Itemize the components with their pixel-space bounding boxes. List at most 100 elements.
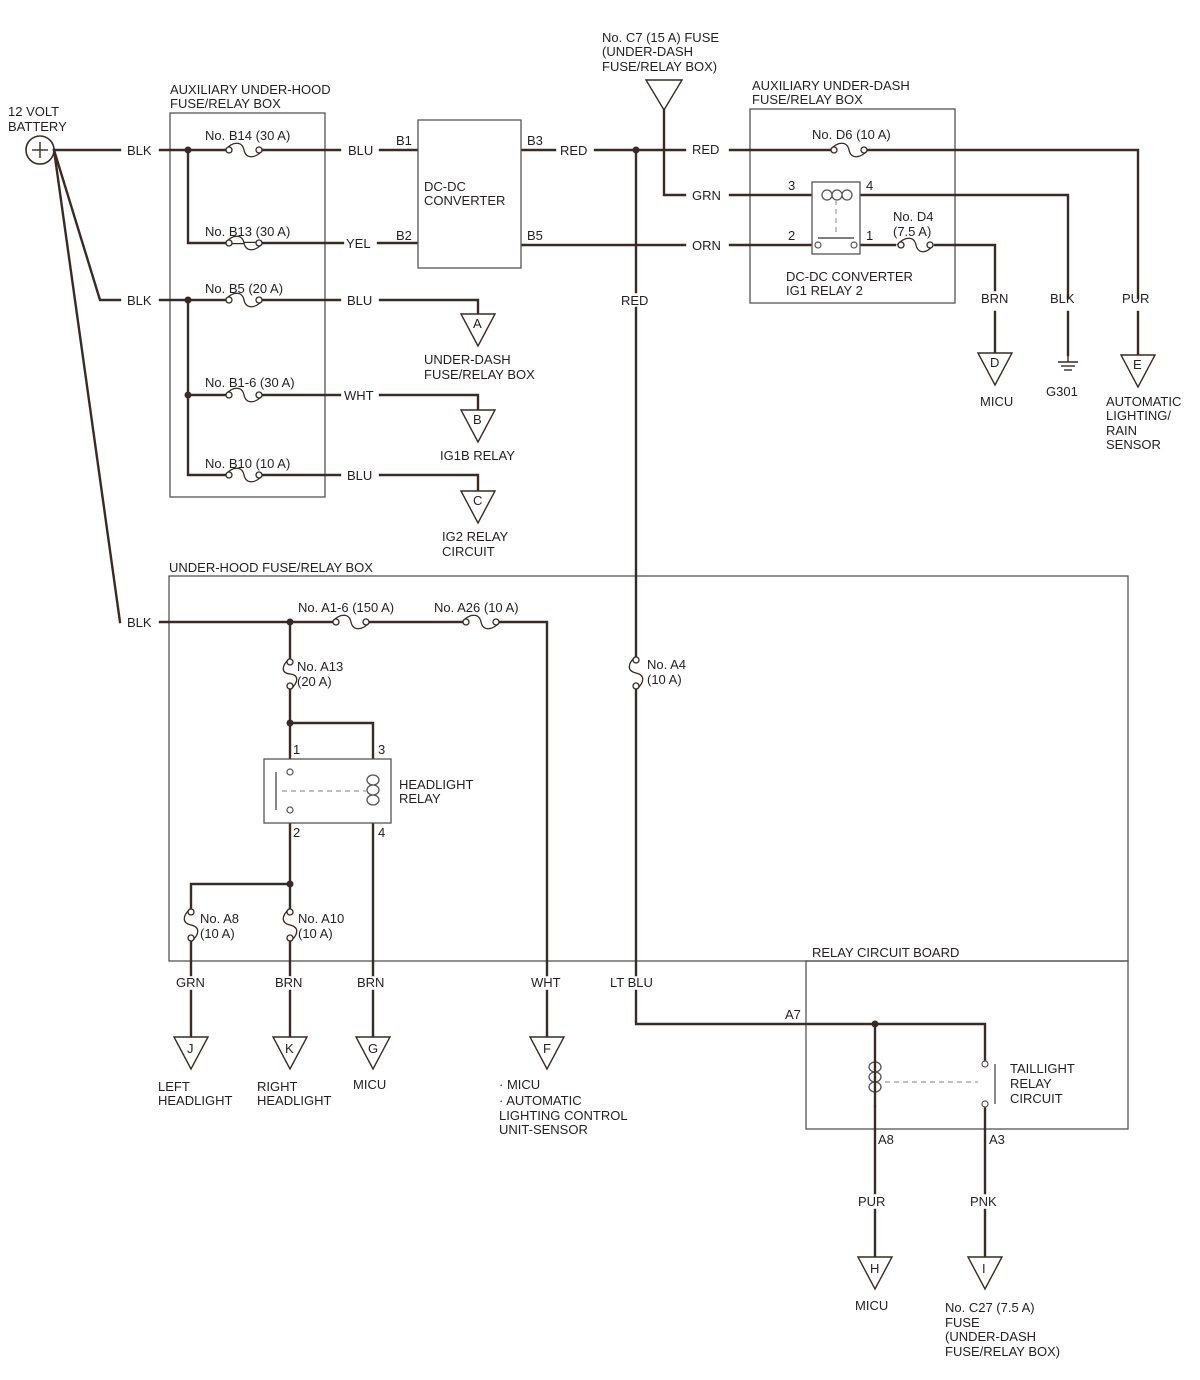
connector-j-desc-1: LEFT xyxy=(158,1079,190,1094)
wire-blu-b10: BLU xyxy=(347,468,372,483)
wire-yel-b13: YEL xyxy=(346,236,371,251)
headlight-relay-pin-3: 3 xyxy=(378,742,385,757)
wire-pur-e: PUR xyxy=(1122,291,1149,306)
converter-pin-b3: B3 xyxy=(527,133,543,148)
connector-f-icon xyxy=(528,1036,566,1071)
connector-i-letter: I xyxy=(982,1261,986,1276)
wire-red-b3: RED xyxy=(560,143,587,158)
wires xyxy=(52,108,1140,1259)
connector-k-letter: K xyxy=(285,1041,294,1056)
connector-e-desc-4: SENSOR xyxy=(1106,437,1161,452)
connector-i-desc-3: (UNDER-DASH xyxy=(945,1329,1036,1344)
fuse-a1-6 xyxy=(331,614,371,630)
connector-i-desc-4: FUSE/RELAY BOX) xyxy=(945,1344,1060,1359)
connector-g-desc-1: MICU xyxy=(353,1077,386,1092)
connector-e-letter: E xyxy=(1133,357,1142,372)
wire-blk-mid: BLK xyxy=(127,293,152,308)
connector-i-desc-2: FUSE xyxy=(945,1315,980,1330)
aux-under-hood-title-2: FUSE/RELAY BOX xyxy=(170,96,281,111)
wire-pnk-i: PNK xyxy=(970,1194,997,1209)
fuse-b13-label: No. B13 (30 A) xyxy=(205,224,290,239)
connector-c-icon xyxy=(459,490,497,525)
fuse-b1-6 xyxy=(224,387,264,403)
taillight-pin-a7: A7 xyxy=(785,1007,801,1022)
connector-j-letter: J xyxy=(187,1041,194,1056)
connector-i-desc-1: No. C27 (7.5 A) xyxy=(945,1300,1035,1315)
wire-orn-relay: ORN xyxy=(692,238,721,253)
connector-g-letter: G xyxy=(368,1041,378,1056)
fuse-a8-label-2: (10 A) xyxy=(200,926,235,941)
wire-red-vertical: RED xyxy=(621,293,648,308)
connector-d: D MICU xyxy=(976,352,1014,409)
aux-under-dash-title-2: FUSE/RELAY BOX xyxy=(752,92,863,107)
fuse-a10-label-2: (10 A) xyxy=(298,926,333,941)
fuse-a26-label: No. A26 (10 A) xyxy=(434,600,519,615)
connector-a-desc-2: FUSE/RELAY BOX xyxy=(424,367,535,382)
connector-i-icon xyxy=(966,1256,1004,1291)
wire-wht-b1-6: WHT xyxy=(344,388,374,403)
connector-h: H MICU xyxy=(855,1256,894,1313)
dc-relay-pin-1: 1 xyxy=(866,228,873,243)
aux-under-dash-title-1: AUXILIARY UNDER-DASH xyxy=(752,78,910,93)
fuse-a13-label-1: No. A13 xyxy=(297,659,343,674)
connector-a-desc-1: UNDER-DASH xyxy=(424,352,511,367)
connector-f-desc-3: LIGHTING CONTROL xyxy=(499,1108,628,1123)
connector-c-desc-2: CIRCUIT xyxy=(442,544,495,559)
connector-c-desc-1: IG2 RELAY xyxy=(442,529,509,544)
fuse-a10 xyxy=(282,907,298,943)
battery-label-1: 12 VOLT xyxy=(8,104,59,119)
fuse-labels: No. B14 (30 A) No. B13 (30 A) No. B5 (20… xyxy=(200,127,933,941)
connector-h-icon xyxy=(856,1256,894,1291)
fuse-a8 xyxy=(183,907,199,943)
taillight-pin-a3: A3 xyxy=(989,1132,1005,1147)
junction-dots xyxy=(184,146,879,1028)
headlight-relay-pin-2: 2 xyxy=(293,825,300,840)
connector-c: C IG2 RELAY CIRCUIT xyxy=(442,490,509,559)
wire-blu-b14: BLU xyxy=(348,143,373,158)
under-hood-title: UNDER-HOOD FUSE/RELAY BOX xyxy=(169,560,373,575)
aux-under-dash-box xyxy=(749,108,956,304)
c7-fuse-label-2: (UNDER-DASH xyxy=(602,44,693,59)
fuse-symbols xyxy=(183,142,934,943)
dc-relay-label-2: IG1 RELAY 2 xyxy=(786,283,863,298)
ground-label: G301 xyxy=(1046,384,1078,399)
dc-relay-pin-3: 3 xyxy=(788,178,795,193)
connector-k-desc-2: HEADLIGHT xyxy=(257,1093,331,1108)
connector-f-desc-2: · AUTOMATIC xyxy=(499,1093,582,1108)
ground-icon xyxy=(1058,355,1078,371)
connector-f: F · MICU · AUTOMATIC LIGHTING CONTROL UN… xyxy=(499,1036,628,1137)
wire-color-labels: BLK BLK BLK BLU YEL BLU WHT BLU RED RED … xyxy=(127,142,1149,1209)
connector-e-desc-1: AUTOMATIC xyxy=(1106,394,1181,409)
connector-d-letter: D xyxy=(990,355,999,370)
connector-j-desc-2: HEADLIGHT xyxy=(158,1093,232,1108)
connector-f-letter: F xyxy=(543,1041,551,1056)
fuse-a4 xyxy=(628,655,644,691)
connector-g: G MICU xyxy=(353,1036,392,1092)
aux-under-hood-box xyxy=(169,112,326,498)
dc-dc-converter xyxy=(417,119,522,269)
c7-fuse-label-3: FUSE/RELAY BOX) xyxy=(602,59,717,74)
headlight-relay-label-2: RELAY xyxy=(399,791,441,806)
wire-brn-k: BRN xyxy=(275,975,302,990)
aux-under-hood-title-1: AUXILIARY UNDER-HOOD xyxy=(170,82,331,97)
connector-b: B IG1B RELAY xyxy=(440,409,515,463)
converter-pin-b5: B5 xyxy=(527,228,543,243)
headlight-relay-pin-1: 1 xyxy=(293,742,300,757)
dc-relay-label-1: DC-DC CONVERTER xyxy=(786,269,913,284)
connector-e: E AUTOMATIC LIGHTING/ RAIN SENSOR xyxy=(1106,354,1181,452)
wire-brn-g: BRN xyxy=(357,975,384,990)
connector-f-desc-1: · MICU xyxy=(499,1077,540,1092)
connector-e-desc-2: LIGHTING/ xyxy=(1106,408,1171,423)
converter-pin-b1: B1 xyxy=(396,133,412,148)
battery-label-2: BATTERY xyxy=(8,119,67,134)
taillight-relay-icon xyxy=(868,1060,996,1108)
wire-grn-j: GRN xyxy=(176,975,205,990)
connector-d-icon xyxy=(976,352,1014,387)
wire-grn-relay: GRN xyxy=(692,188,721,203)
connector-i: I No. C27 (7.5 A) FUSE (UNDER-DASH FUSE/… xyxy=(945,1256,1060,1359)
connector-k: K RIGHT HEADLIGHT xyxy=(257,1036,331,1108)
connector-e-icon xyxy=(1119,354,1157,389)
connector-a-letter: A xyxy=(473,316,482,331)
relay-circuit-board-box xyxy=(805,960,1129,1130)
